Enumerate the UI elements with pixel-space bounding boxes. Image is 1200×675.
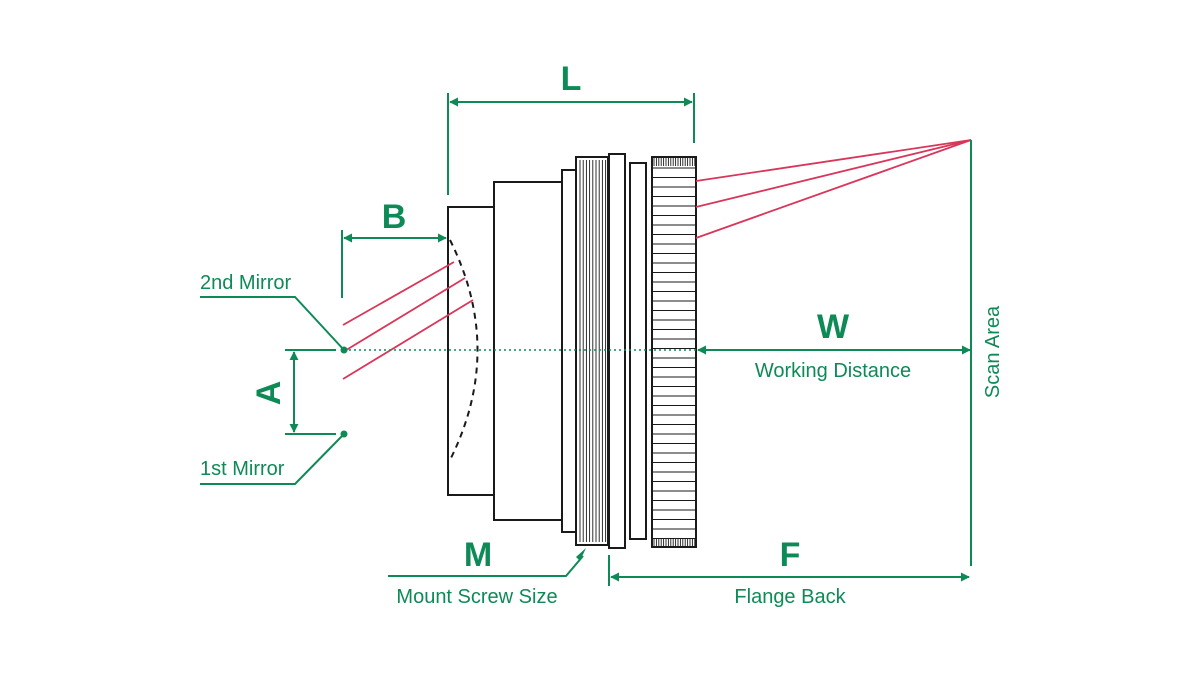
output-ray-1 <box>695 139 972 182</box>
scan-area: Scan Area <box>970 140 1004 566</box>
scan-area-label: Scan Area <box>982 305 1004 398</box>
dimension-M: M Mount Screw Size <box>388 536 586 608</box>
dimension-B-label: B <box>382 198 407 236</box>
lens-ring-1 <box>561 169 577 533</box>
mount-screw-size-label: Mount Screw Size <box>396 586 557 608</box>
lens-barrel-section <box>493 181 563 521</box>
input-ray-1 <box>342 261 455 326</box>
dimension-W-label: W <box>817 308 850 346</box>
working-distance-label: Working Distance <box>755 360 911 382</box>
second-mirror-label: 2nd Mirror <box>200 272 291 294</box>
knurl-top-ticks <box>653 157 696 166</box>
mount-thread <box>575 156 609 546</box>
mirror-annotations: 2nd Mirror 1st Mirror A <box>200 272 348 485</box>
dimension-W: W Working Distance <box>697 308 971 382</box>
output-ray-2 <box>695 139 972 208</box>
knurl-lines <box>652 167 696 539</box>
dimension-F-label: F <box>780 536 801 574</box>
first-mirror-label: 1st Mirror <box>200 458 285 480</box>
dimension-B: B <box>341 198 447 298</box>
lens-body <box>447 153 697 549</box>
dimension-L: L <box>447 60 695 195</box>
input-ray-2 <box>342 277 466 353</box>
dimension-M-label: M <box>464 536 492 574</box>
output-ray-3 <box>695 139 972 239</box>
laser-rays <box>342 139 972 380</box>
lens-curvature-dashed <box>449 239 479 461</box>
knurl-bottom-ticks <box>653 538 696 547</box>
lens-ring-2 <box>629 162 647 540</box>
mount-thread-lines <box>579 160 607 542</box>
lens-flange-plate <box>608 153 626 549</box>
input-ray-3 <box>342 299 474 380</box>
dimension-F: F Flange Back <box>608 536 970 608</box>
dimension-A-label: A <box>250 381 288 406</box>
flange-back-label: Flange Back <box>734 586 846 608</box>
dimension-L-label: L <box>561 60 582 98</box>
